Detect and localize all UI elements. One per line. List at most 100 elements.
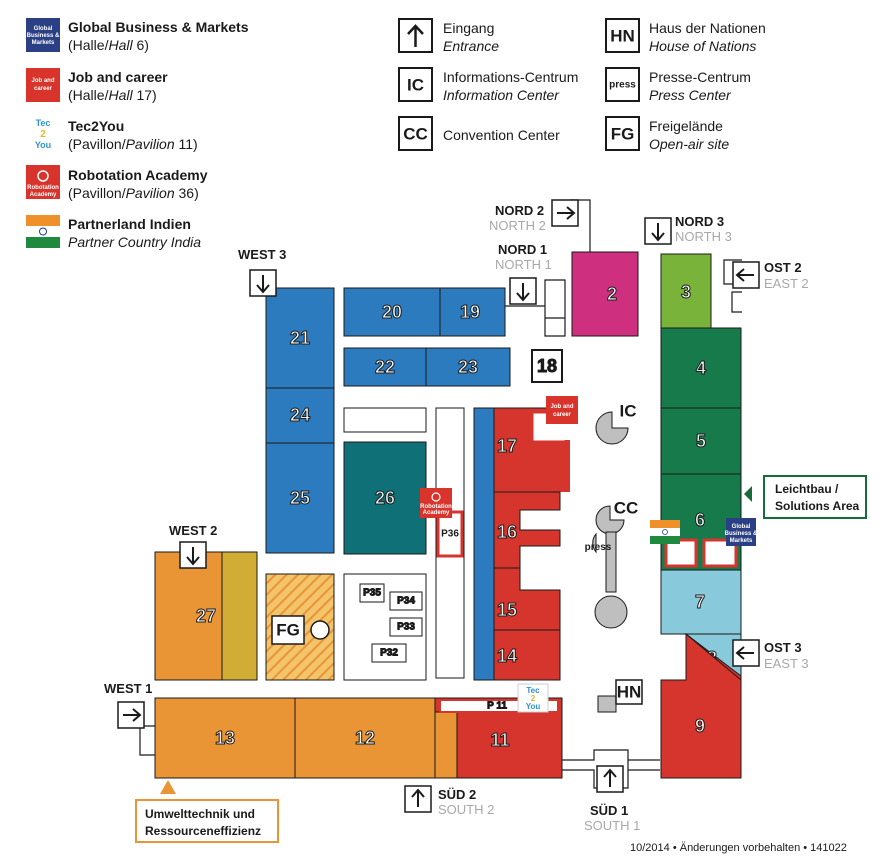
svg-text:(Halle/Hall 17): (Halle/Hall 17) <box>68 87 157 103</box>
svg-text:2: 2 <box>531 694 536 703</box>
hall-2[interactable]: 2 <box>571 251 639 337</box>
hall-7[interactable]: 7 <box>660 569 742 635</box>
hall-group-west: 21 24 25 20 19 22 23 18 26 <box>265 287 563 679</box>
hall-18[interactable]: 18 <box>531 349 563 383</box>
svg-text:16: 16 <box>497 522 517 542</box>
svg-text:FG: FG <box>276 621 300 640</box>
legend-item-entrance[interactable]: Eingang Entrance <box>398 18 499 54</box>
robotation-academy-marker-icon: Robotation Academy <box>420 488 452 518</box>
legend-item-press-center[interactable]: press Presse-Centrum Press Center <box>605 67 751 103</box>
svg-text:15: 15 <box>497 600 517 620</box>
hall-3[interactable]: 3 <box>660 253 712 329</box>
hall-13[interactable]: 13 <box>154 697 296 779</box>
press-center[interactable]: press <box>585 542 612 553</box>
svg-text:WEST 2: WEST 2 <box>169 523 217 538</box>
svg-text:Markets: Markets <box>32 40 55 46</box>
svg-text:Presse-Centrum: Presse-Centrum <box>649 69 751 85</box>
svg-text:13: 13 <box>215 728 235 748</box>
legend-title: Global Business & Markets <box>68 19 249 35</box>
legend-item-robotation[interactable]: Robotation Academy Robotation Academy (P… <box>26 165 208 201</box>
svg-text:career: career <box>34 86 53 92</box>
pavilion-32[interactable]: P32 <box>371 643 407 663</box>
map-paths <box>139 199 742 789</box>
hall-9[interactable]: 9 <box>660 632 742 779</box>
svg-text:(Pavillon/Pavilion 36): (Pavillon/Pavilion 36) <box>68 185 199 201</box>
entrance-sued-2[interactable]: SÜD 2 SOUTH 2 <box>404 785 494 817</box>
hall-26[interactable]: 26 <box>343 441 427 555</box>
svg-text:Global: Global <box>732 524 751 530</box>
entrance-west-3[interactable]: WEST 3 <box>238 247 286 297</box>
svg-text:Solutions Area: Solutions Area <box>775 499 860 513</box>
hall-20[interactable]: 20 <box>343 287 441 337</box>
info-center[interactable]: IC <box>595 402 637 445</box>
svg-text:7: 7 <box>695 592 705 612</box>
entrance-sued-1[interactable]: SÜD 1 SOUTH 1 <box>584 765 640 833</box>
legend-item-partner-country[interactable]: Partnerland Indien Partner Country India <box>26 215 201 250</box>
svg-text:Partnerland Indien: Partnerland Indien <box>68 216 191 232</box>
legend-item-tec2you[interactable]: Tec 2 You Tec2You (Pavillon/Pavilion 11) <box>26 117 198 152</box>
legend-item-global-business[interactable]: Global Business & Markets Global Busines… <box>26 18 249 53</box>
hall-21[interactable]: 21 <box>265 287 335 389</box>
hall-5[interactable]: 5 <box>660 407 742 475</box>
legend-left: Global Business & Markets Global Busines… <box>26 18 249 250</box>
entrance-nord-2[interactable]: NORD 2 NORTH 2 <box>489 199 579 233</box>
hall-14[interactable]: 14 <box>493 629 561 681</box>
svg-text:Tec: Tec <box>36 118 51 128</box>
hall-27[interactable]: 27 <box>154 551 258 681</box>
job-career-logo-icon <box>26 68 60 102</box>
pavilion-36[interactable]: P36 <box>436 510 464 558</box>
svg-text:2: 2 <box>607 284 617 304</box>
svg-text:P32: P32 <box>380 648 398 659</box>
callout-umwelt[interactable]: Umwelttechnik und Ressourceneffizienz <box>135 780 279 843</box>
global-business-marker-icon: Global Business & Markets <box>725 518 758 546</box>
svg-text:9: 9 <box>695 716 705 736</box>
entrance-west-1[interactable]: WEST 1 <box>104 681 152 729</box>
svg-text:2: 2 <box>40 129 46 140</box>
entrance-west-2[interactable]: WEST 2 <box>169 523 217 569</box>
partner-country-flag-icon <box>650 520 680 544</box>
svg-text:NORTH 2: NORTH 2 <box>489 218 546 233</box>
svg-text:Academy: Academy <box>423 510 450 516</box>
pavilion-35[interactable]: P35 <box>359 583 385 603</box>
hall-25[interactable]: 25 <box>265 442 335 554</box>
pavilion-34[interactable]: P34 <box>389 591 423 611</box>
svg-text:NORD 2: NORD 2 <box>495 203 544 218</box>
hall-16[interactable]: 16 <box>493 491 561 569</box>
svg-text:4: 4 <box>696 358 706 378</box>
callout-leichtbau[interactable]: Leichtbau / Solutions Area <box>744 475 867 519</box>
convention-center[interactable]: CC <box>592 499 639 629</box>
svg-text:Business &: Business & <box>725 531 758 537</box>
svg-text:Global: Global <box>34 26 53 32</box>
entrance-nord-1[interactable]: NORD 1 NORTH 1 <box>495 242 552 305</box>
svg-text:NORTH 1: NORTH 1 <box>495 257 552 272</box>
hall-15[interactable]: 15 <box>493 567 561 631</box>
entrance-ost-3[interactable]: OST 3 EAST 3 <box>732 639 809 671</box>
svg-text:(Pavillon/Pavilion 11): (Pavillon/Pavilion 11) <box>68 136 198 152</box>
svg-text:Open-air site: Open-air site <box>649 136 729 152</box>
hall-23[interactable]: 23 <box>425 347 511 387</box>
entrance-ost-2[interactable]: OST 2 EAST 2 <box>732 260 809 291</box>
legend-item-open-air[interactable]: FG Freigelände Open-air site <box>605 116 729 152</box>
svg-text:Job and career: Job and career <box>68 69 168 85</box>
hall-24[interactable]: 24 <box>265 387 335 444</box>
svg-text:NORD 3: NORD 3 <box>675 214 724 229</box>
info-center-icon <box>398 67 433 102</box>
house-of-nations[interactable]: HN <box>597 679 643 713</box>
legend-item-job-career[interactable]: Job and career Job and career (Halle/Hal… <box>26 68 168 103</box>
legend-item-info-center[interactable]: IC Informations-Centrum Information Cent… <box>398 67 578 103</box>
legend-item-convention-center[interactable]: CC Convention Center <box>398 116 560 151</box>
svg-text:Umwelttechnik und: Umwelttechnik und <box>145 807 255 821</box>
legend-right: HN Haus der Nationen House of Nations pr… <box>605 18 766 152</box>
hall-19[interactable]: 19 <box>439 287 506 337</box>
hall-4[interactable]: 4 <box>660 327 742 409</box>
open-air-site[interactable]: FG <box>265 573 335 681</box>
hall-22[interactable]: 22 <box>343 347 427 387</box>
entrance-nord-3[interactable]: NORD 3 NORTH 3 <box>644 214 732 245</box>
pavilion-33[interactable]: P33 <box>389 617 423 637</box>
svg-text:Robotation: Robotation <box>420 504 452 510</box>
svg-text:Tec: Tec <box>526 686 540 695</box>
svg-text:SOUTH 2: SOUTH 2 <box>438 802 494 817</box>
svg-text:17: 17 <box>497 436 517 456</box>
legend-item-house-of-nations[interactable]: HN Haus der Nationen House of Nations <box>605 18 766 54</box>
hall-12[interactable]: 12 <box>294 697 436 779</box>
